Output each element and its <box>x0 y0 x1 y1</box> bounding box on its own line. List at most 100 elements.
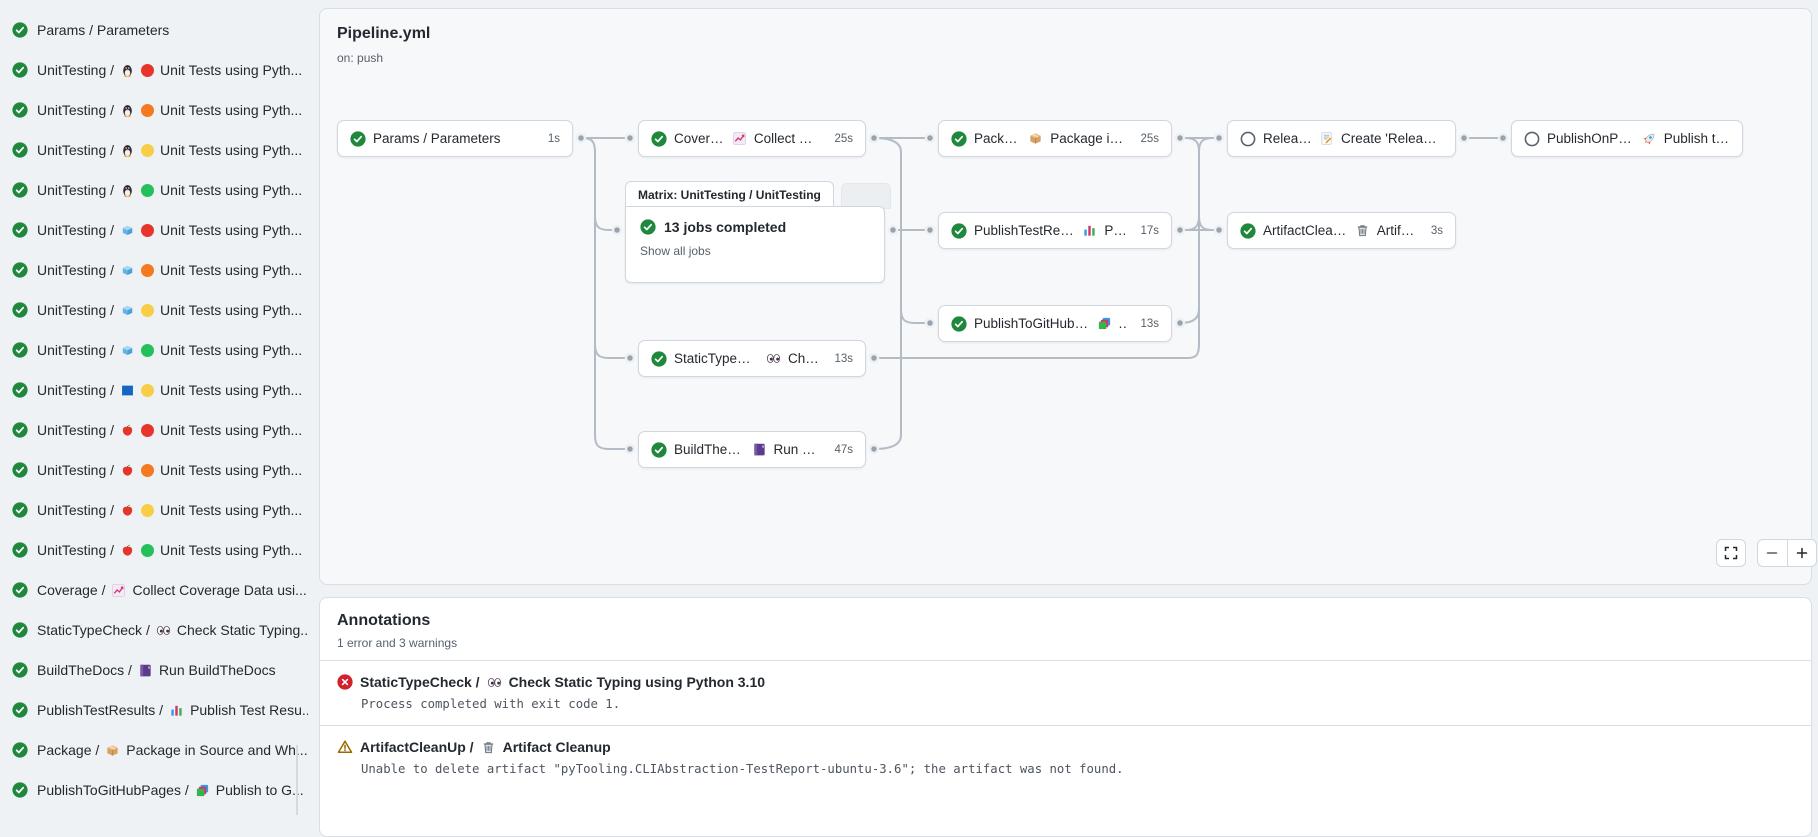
job-label: Package /Package in Source and Wh... <box>37 742 308 758</box>
job-status-icon <box>12 622 28 638</box>
sidebar-job[interactable]: UnitTesting /Unit Tests using Pyth... <box>12 170 308 210</box>
macos-icon <box>120 503 135 518</box>
sidebar-job[interactable]: Coverage /Collect Coverage Data usi... <box>12 570 308 610</box>
node-label: Package / <box>974 131 1021 146</box>
node-duration: 1s <box>547 132 560 145</box>
job-label: UnitTesting /Unit Tests using Pyth... <box>37 382 303 398</box>
annotation-severity-icon <box>337 739 353 755</box>
node-status-icon <box>350 130 366 147</box>
sidebar-job[interactable]: PublishTestResults /Publish Test Resu... <box>12 690 308 730</box>
workflow-node-statictypecheck[interactable]: StaticTypeCheck /Chec...13s <box>638 340 866 377</box>
python-version-dot <box>141 383 155 397</box>
python-version-dot <box>141 103 155 117</box>
annotation-message: Unable to delete artifact "pyTooling.CLI… <box>361 762 1124 776</box>
python-version-dot <box>141 263 155 277</box>
node-label: PublishOnPyPI / <box>1547 131 1635 146</box>
workflow-node-release[interactable]: Release /Create 'Release P... <box>1227 120 1456 157</box>
workflow-node-publishonpypi[interactable]: PublishOnPyPI / Publish to ... <box>1511 120 1743 157</box>
node-status-icon <box>1240 222 1256 239</box>
books-icon <box>195 783 210 798</box>
node-status-icon <box>951 315 967 332</box>
sidebar-job[interactable]: UnitTesting /Unit Tests using Pyth... <box>12 50 308 90</box>
annotation-title[interactable]: ArtifactCleanUp /Artifact Cleanup <box>337 739 1794 755</box>
annotations-title: Annotations <box>337 612 431 629</box>
macos-icon <box>120 543 135 558</box>
sidebar-job[interactable]: UnitTesting /Unit Tests using Pyth... <box>12 370 308 410</box>
python-version-dot <box>141 183 155 197</box>
node-label: ArtifactCleanUp / <box>1263 223 1348 238</box>
job-status-icon <box>12 22 28 38</box>
workflow-node-artifactcleanup[interactable]: ArtifactCleanUp /Artifac...3s <box>1227 212 1456 249</box>
sidebar-job[interactable]: UnitTesting /Unit Tests using Pyth... <box>12 450 308 490</box>
workflow-node-buildthedocs[interactable]: BuildTheDocs /Run Buil...47s <box>638 431 866 468</box>
node-label: Coverage / <box>674 131 725 146</box>
freebsd-icon <box>120 223 135 238</box>
matrix-group[interactable]: 13 jobs completed Show all jobs <box>625 206 885 283</box>
node-status-icon <box>951 222 967 239</box>
package-icon <box>105 743 120 758</box>
node-status-icon <box>651 350 667 367</box>
workflow-graph-panel: Pipeline.yml on: push <box>319 8 1817 585</box>
show-all-jobs-link[interactable]: Show all jobs <box>640 244 711 258</box>
linux-icon <box>120 63 135 78</box>
sidebar-job[interactable]: UnitTesting /Unit Tests using Pyth... <box>12 130 308 170</box>
job-status-icon <box>12 582 28 598</box>
sidebar-job[interactable]: UnitTesting /Unit Tests using Pyth... <box>12 90 308 130</box>
sidebar-job[interactable]: UnitTesting /Unit Tests using Pyth... <box>12 530 308 570</box>
fullscreen-icon <box>1723 545 1739 561</box>
zoom-in-button[interactable] <box>1788 540 1817 566</box>
sidebar-job[interactable]: UnitTesting /Unit Tests using Pyth... <box>12 490 308 530</box>
sidebar-job[interactable]: StaticTypeCheck /Check Static Typing... <box>12 610 308 650</box>
job-status-icon <box>12 782 28 798</box>
sidebar-job[interactable]: UnitTesting /Unit Tests using Pyth... <box>12 410 308 450</box>
matrix-tab[interactable]: Matrix: UnitTesting / UnitTesting <box>625 181 834 207</box>
job-status-icon <box>12 342 28 358</box>
job-label: BuildTheDocs /Run BuildTheDocs <box>37 662 276 678</box>
python-version-dot <box>141 543 155 557</box>
job-label: UnitTesting /Unit Tests using Pyth... <box>37 462 303 478</box>
sidebar-job[interactable]: UnitTesting /Unit Tests using Pyth... <box>12 250 308 290</box>
job-label: UnitTesting /Unit Tests using Pyth... <box>37 142 303 158</box>
node-label: BuildTheDocs / <box>674 442 745 457</box>
node-label-suffix: Publish to ... <box>1663 131 1730 146</box>
annotation-title[interactable]: StaticTypeCheck /Check Static Typing usi… <box>337 674 1794 690</box>
workflow-node-coverage[interactable]: Coverage /Collect Cove...25s <box>638 120 866 157</box>
sidebar-job[interactable]: BuildTheDocs /Run BuildTheDocs <box>12 650 308 690</box>
annotations-summary: 1 error and 3 warnings <box>337 636 458 650</box>
workflow-node-publishtestresults[interactable]: PublishTestResults /Pu...17s <box>938 212 1172 249</box>
plus-icon <box>1794 545 1810 561</box>
sidebar-job[interactable]: Params / Parameters <box>12 10 308 50</box>
job-label: UnitTesting /Unit Tests using Pyth... <box>37 222 303 238</box>
node-status-icon <box>651 441 667 458</box>
node-status-icon <box>1524 131 1540 147</box>
sidebar-job[interactable]: UnitTesting /Unit Tests using Pyth... <box>12 330 308 370</box>
job-label: UnitTesting /Unit Tests using Pyth... <box>37 302 303 318</box>
package-icon <box>1028 131 1043 146</box>
fullscreen-button[interactable] <box>1716 539 1746 567</box>
workflow-edges <box>575 132 1509 455</box>
job-status-icon <box>12 502 28 518</box>
sidebar-scrollbar[interactable] <box>296 745 298 815</box>
job-label: UnitTesting /Unit Tests using Pyth... <box>37 62 303 78</box>
job-status-icon <box>12 422 28 438</box>
sidebar-job[interactable]: PublishToGitHubPages /Publish to G... <box>12 770 308 810</box>
python-version-dot <box>141 503 155 517</box>
node-label-suffix: Package in So... <box>1050 131 1127 146</box>
node-label: PublishToGitHubPages / <box>974 316 1090 331</box>
workflow-title: Pipeline.yml <box>337 25 431 42</box>
sidebar-job[interactable]: Package /Package in Source and Wh... <box>12 730 308 770</box>
freebsd-icon <box>120 343 135 358</box>
zoom-out-button[interactable] <box>1758 540 1788 566</box>
eyes-icon <box>766 351 781 366</box>
python-version-dot <box>141 303 155 317</box>
sidebar-job[interactable]: UnitTesting /Unit Tests using Pyth... <box>12 290 308 330</box>
job-status-icon <box>12 182 28 198</box>
workflow-node-publishtogithubpages[interactable]: PublishToGitHubPages /...13s <box>938 305 1172 342</box>
node-status-icon <box>951 130 967 147</box>
job-label: PublishTestResults /Publish Test Resu... <box>37 702 308 718</box>
workflow-node-package[interactable]: Package /Package in So...25s <box>938 120 1172 157</box>
sidebar-job[interactable]: UnitTesting /Unit Tests using Pyth... <box>12 210 308 250</box>
macos-icon <box>120 423 135 438</box>
python-version-dot <box>141 143 155 157</box>
